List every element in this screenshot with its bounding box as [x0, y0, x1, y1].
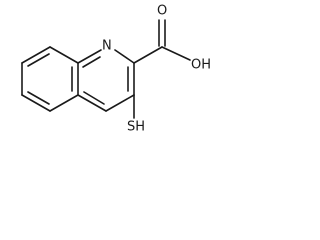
atom-nitrogen: N	[102, 39, 112, 54]
bond	[114, 49, 135, 64]
pyridine-ring	[77, 49, 135, 112]
bond	[77, 94, 107, 112]
double-bond-inner	[27, 53, 50, 67]
bond	[49, 46, 79, 64]
atom-carbonyl-oxygen: O	[157, 4, 167, 19]
double-bond-inner	[27, 91, 50, 105]
double-bond-inner	[83, 91, 105, 105]
bond-c-oh	[161, 46, 191, 61]
double-bond-inner	[82, 56, 101, 68]
bond	[133, 46, 163, 64]
bond	[21, 46, 51, 64]
bond	[49, 94, 79, 112]
bond	[105, 94, 135, 112]
atom-thiol: SH	[127, 120, 145, 135]
bond	[77, 49, 102, 64]
bond	[21, 94, 51, 112]
atom-hydroxyl: OH	[191, 58, 211, 73]
carboxyl-group	[133, 19, 191, 64]
benzene-ring	[21, 46, 79, 112]
chemical-structure-diagram: N O OH SH	[21, 4, 211, 135]
